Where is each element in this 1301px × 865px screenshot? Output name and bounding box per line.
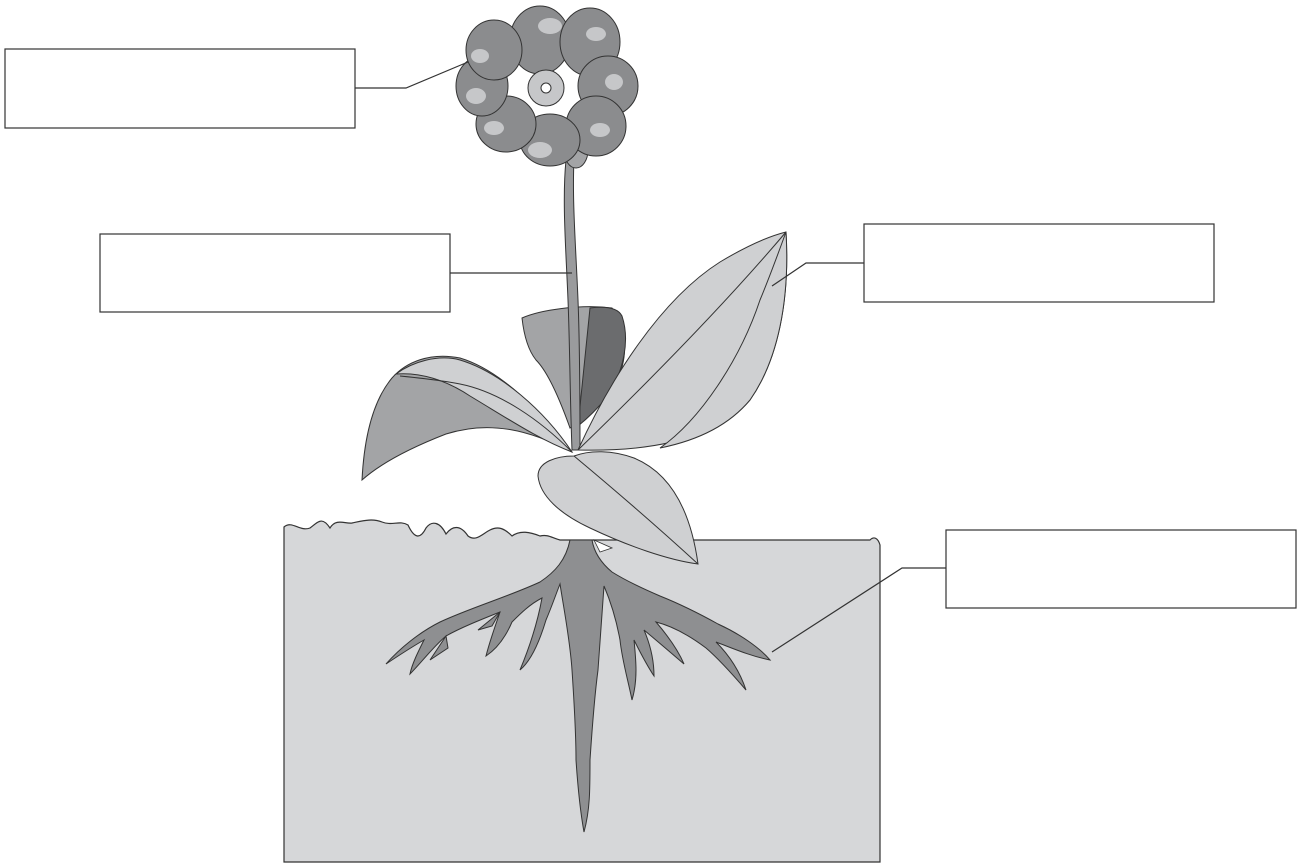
- flower: [455, 5, 639, 169]
- roots: [385, 539, 772, 833]
- label-text-roots: [946, 530, 1296, 608]
- label-text-stem: [100, 234, 450, 312]
- label-box-flower[interactable]: [4, 48, 356, 129]
- label-text-flower: [5, 49, 355, 128]
- leader-lines: [355, 61, 946, 653]
- label-text-leaf: [864, 224, 1214, 302]
- left-leaf: [361, 355, 573, 482]
- label-box-stem[interactable]: [99, 233, 451, 313]
- label-box-leaf[interactable]: [863, 223, 1215, 303]
- front-leaf: [537, 451, 699, 565]
- label-box-roots[interactable]: [945, 529, 1297, 609]
